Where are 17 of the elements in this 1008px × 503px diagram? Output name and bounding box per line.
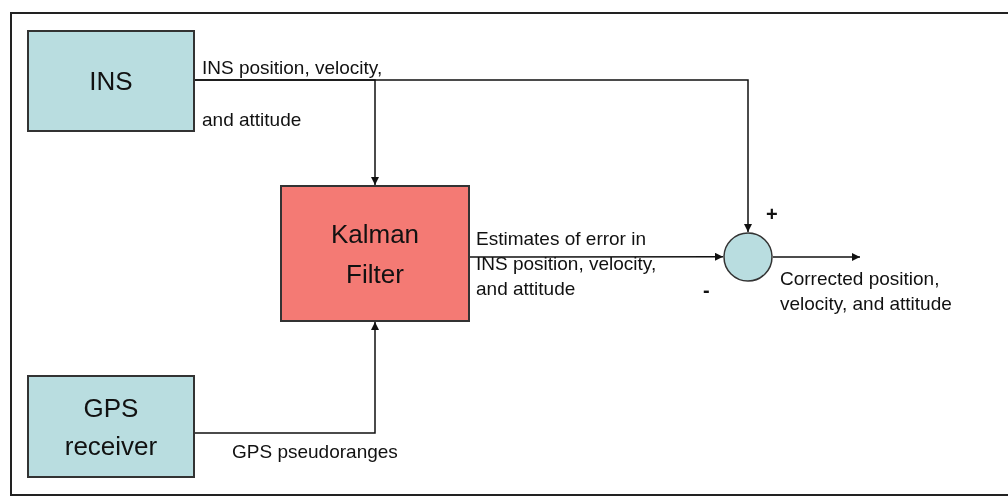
arrow xyxy=(469,252,724,261)
arrow xyxy=(194,79,752,233)
sign-label: - xyxy=(703,278,710,302)
arrow xyxy=(772,253,861,261)
box-label: INS xyxy=(89,64,133,98)
box-label: Kalman Filter xyxy=(329,217,421,291)
arrow xyxy=(194,321,379,434)
edge-label: Corrected position, velocity, and attitude xyxy=(780,267,953,316)
edge-label: Estimates of error in INS position, velocity, and attitude xyxy=(476,227,658,301)
process-box xyxy=(27,375,195,478)
process-box xyxy=(280,185,470,322)
summing-junction-circle xyxy=(723,232,773,282)
sign-label: + xyxy=(766,202,778,226)
edge-label: INS position, velocity, and attitude xyxy=(202,56,384,132)
process-box xyxy=(27,30,195,132)
edge-label: GPS pseudoranges xyxy=(232,440,399,464)
box-label: GPS receiver xyxy=(63,391,159,463)
